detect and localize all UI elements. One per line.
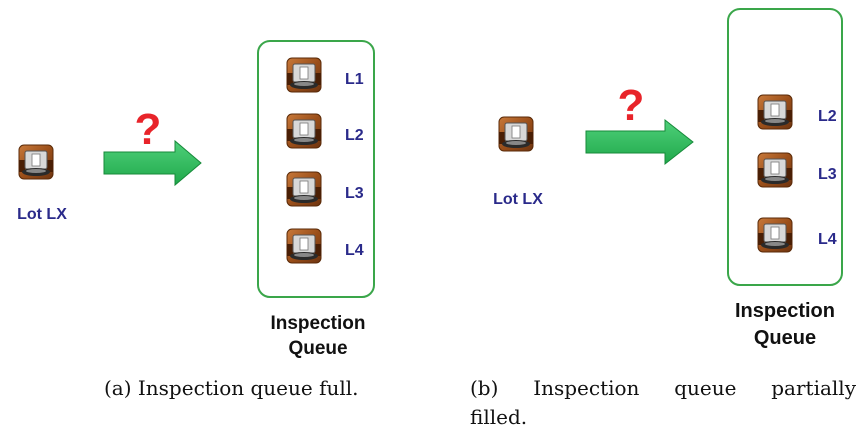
queue-item: L3 [286, 171, 364, 207]
queue-item-label: L2 [345, 127, 364, 144]
question-mark: ? [135, 105, 162, 154]
queue-item-label: L3 [345, 185, 364, 202]
caption-b-line1: (b) Inspection queue partially [470, 376, 856, 400]
caption-b-line2: filled. [470, 405, 528, 429]
queue-title: Inspection Queue [238, 312, 398, 361]
queue-title-line2: Queue [753, 327, 817, 349]
queue-item: L2 [757, 94, 837, 130]
lot-chip-icon [18, 144, 54, 180]
queue-title-line1: Inspection [270, 313, 366, 334]
lot-label: Lot LX [493, 191, 543, 208]
panel-b: Lot LX ? L2 L3 L4 [493, 8, 843, 286]
queue-item-label: L4 [345, 242, 364, 259]
queue-item: L4 [286, 228, 364, 264]
panel-a: Lot LX ? L1 L2 L3 L4 [17, 40, 375, 298]
right-arrow-icon [103, 139, 202, 187]
queue-item: L3 [757, 152, 837, 188]
queue-item-label: L1 [345, 71, 364, 88]
right-arrow-icon [585, 118, 694, 166]
lot-label: Lot LX [17, 206, 67, 223]
queue-title-line1: Inspection [734, 300, 835, 322]
question-mark: ? [618, 81, 645, 130]
caption-b: (b) Inspection queue partially filled. [470, 374, 856, 432]
inspection-queue-box [727, 8, 843, 286]
queue-title-line2: Queue [288, 337, 348, 359]
queue-item: L2 [286, 113, 364, 149]
queue-title: Inspection Queue [705, 298, 861, 352]
queue-item-label: L3 [818, 166, 837, 183]
queue-item-label: L2 [818, 108, 837, 125]
caption-a: (a) Inspection queue full. [104, 376, 359, 400]
queue-item: L4 [757, 217, 837, 253]
queue-item-label: L4 [818, 231, 837, 248]
lot-chip-icon [498, 116, 534, 152]
queue-item: L1 [286, 57, 364, 93]
